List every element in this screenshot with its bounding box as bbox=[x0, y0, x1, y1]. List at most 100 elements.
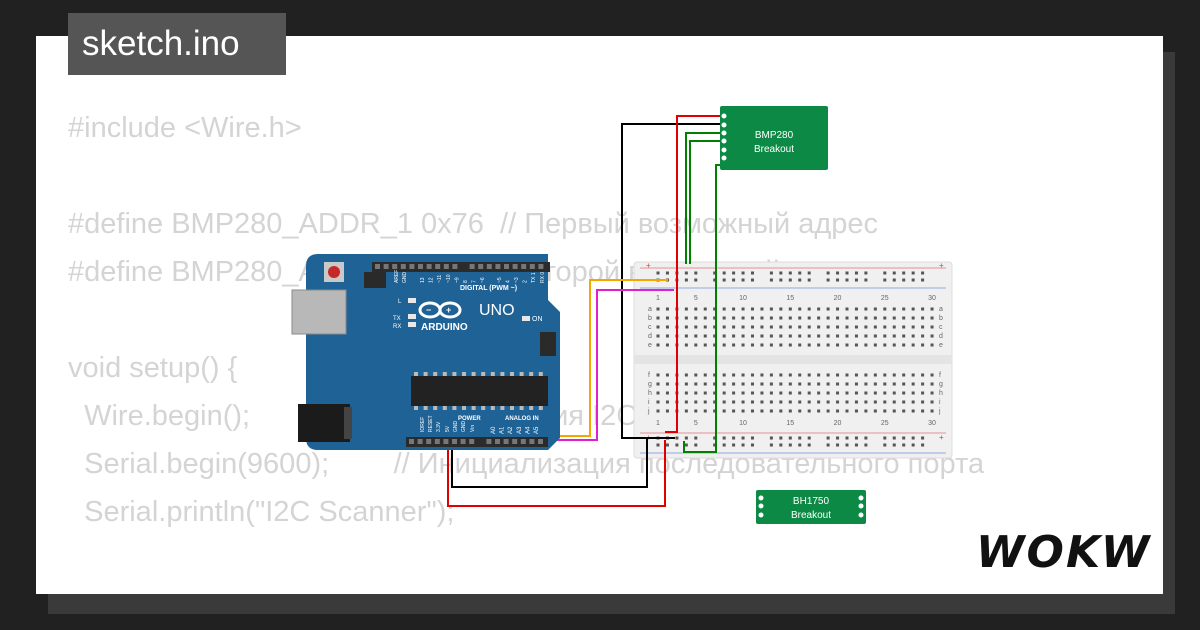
digital-pin-label: TX 1 bbox=[531, 272, 537, 283]
row-label: b bbox=[648, 315, 652, 322]
power-analog-header bbox=[406, 437, 548, 447]
reset-label: RESET bbox=[428, 415, 434, 432]
row-label: i bbox=[648, 399, 650, 406]
row-label: c bbox=[939, 324, 943, 331]
digital-pin-label: 12 bbox=[429, 277, 435, 283]
row-label: a bbox=[648, 306, 652, 313]
column-number: 20 bbox=[834, 420, 842, 427]
analog-pin-label: A2 bbox=[508, 426, 514, 434]
power-label: POWER bbox=[458, 416, 481, 422]
model-label: UNO bbox=[479, 302, 515, 319]
svg-text:−: − bbox=[426, 305, 431, 315]
gnd-power-label: GND bbox=[453, 421, 459, 433]
analog-pin-label: A4 bbox=[525, 426, 531, 434]
digital-pin-label: ~9 bbox=[454, 277, 460, 283]
plus-label: + bbox=[646, 261, 651, 270]
column-number: 5 bbox=[694, 420, 698, 427]
brand-label: ARDUINO bbox=[421, 322, 468, 333]
row-label: g bbox=[648, 381, 652, 388]
power-jack bbox=[298, 404, 350, 442]
bmp280-subtitle: Breakout bbox=[754, 144, 794, 155]
row-label: g bbox=[939, 381, 943, 388]
bh1750-title: BH1750 bbox=[793, 496, 830, 507]
digital-pin-label: ~10 bbox=[446, 274, 452, 283]
analog-pin-label: A5 bbox=[534, 426, 540, 434]
aref-label: AREF bbox=[394, 270, 400, 283]
digital-pin-label: ~11 bbox=[437, 275, 443, 283]
digital-pin-label: ~3 bbox=[514, 277, 520, 283]
digital-pin-label: 4 bbox=[505, 280, 511, 283]
digital-label: DIGITAL (PWM ~) bbox=[460, 285, 517, 292]
plus-label: + bbox=[939, 261, 944, 270]
column-number: 20 bbox=[834, 295, 842, 302]
svg-text:+: + bbox=[446, 305, 451, 315]
row-label: h bbox=[939, 390, 943, 397]
arduino-logo: − + bbox=[418, 301, 462, 319]
analog-pin-label: A3 bbox=[517, 426, 523, 434]
chip-legs bbox=[414, 372, 543, 410]
column-number: 5 bbox=[694, 295, 698, 302]
column-number: 30 bbox=[928, 420, 936, 427]
row-label: c bbox=[648, 324, 652, 331]
digital-pins bbox=[375, 264, 544, 269]
wires[interactable] bbox=[447, 115, 725, 507]
column-number: 15 bbox=[786, 295, 794, 302]
usb-port bbox=[291, 289, 347, 335]
digital-pin-label: ~5 bbox=[497, 277, 503, 283]
code-line: Serial.println("I2C Scanner"); bbox=[68, 496, 455, 528]
column-number: 1 bbox=[656, 295, 660, 302]
digital-pin-label: ~6 bbox=[480, 277, 486, 283]
column-number: 1 bbox=[656, 420, 660, 427]
column-number: 10 bbox=[739, 295, 747, 302]
digital-pin-label: RX 0 bbox=[540, 272, 546, 283]
analog-pin-label: A0 bbox=[491, 426, 497, 434]
rx-led-label: RX bbox=[393, 324, 401, 330]
code-line: #include <Wire.h> bbox=[68, 112, 302, 144]
code-line: void setup() { bbox=[68, 352, 238, 384]
digital-pin-label: 7 bbox=[472, 280, 478, 283]
row-label: a bbox=[939, 306, 943, 313]
l-led-label: L bbox=[398, 299, 402, 305]
code-line: #define BMP280_ADDR_1 0x76 // Первый воз… bbox=[68, 208, 879, 240]
column-number: 25 bbox=[881, 420, 889, 427]
row-label: f bbox=[939, 372, 941, 379]
wokwi-logo: WOKWi bbox=[976, 527, 1152, 577]
atmega-chip bbox=[411, 376, 548, 406]
plus-label: + bbox=[939, 433, 944, 442]
on-led-label: ON bbox=[532, 316, 543, 323]
v5-label: 5V bbox=[445, 425, 451, 432]
bmp280-breakout[interactable]: BMP280 Breakout bbox=[720, 106, 828, 170]
digital-pin-label: 8 bbox=[463, 280, 469, 283]
v33-label: 3.3V bbox=[436, 421, 442, 432]
column-number: 30 bbox=[928, 295, 936, 302]
gnd-power-label: GND bbox=[461, 421, 467, 433]
row-label: e bbox=[648, 342, 652, 349]
power-analog-pins bbox=[409, 439, 543, 444]
code-line: // Поиск bbox=[68, 584, 984, 594]
preview-card: #include <Wire.h> #define BMP280_ADDR_1 0… bbox=[36, 36, 1163, 594]
vin-label: Vin bbox=[470, 425, 476, 432]
analog-pin-label: A1 bbox=[500, 426, 506, 434]
bh1750-breakout[interactable]: BH1750 Breakout bbox=[756, 490, 866, 524]
row-label: j bbox=[647, 408, 650, 415]
column-number: 10 bbox=[739, 420, 747, 427]
tx-led-label: TX bbox=[393, 316, 401, 322]
gnd-label: GND bbox=[402, 272, 408, 284]
row-label: i bbox=[939, 399, 941, 406]
bmp280-title: BMP280 bbox=[755, 130, 794, 141]
file-tab[interactable]: sketch.ino bbox=[68, 13, 286, 75]
icsp-header bbox=[364, 272, 556, 356]
digital-header bbox=[372, 262, 550, 272]
row-label: j bbox=[938, 408, 941, 415]
row-label: d bbox=[939, 333, 943, 340]
row-label: e bbox=[939, 342, 943, 349]
analog-label: ANALOG IN bbox=[505, 416, 539, 422]
column-number: 25 bbox=[881, 295, 889, 302]
